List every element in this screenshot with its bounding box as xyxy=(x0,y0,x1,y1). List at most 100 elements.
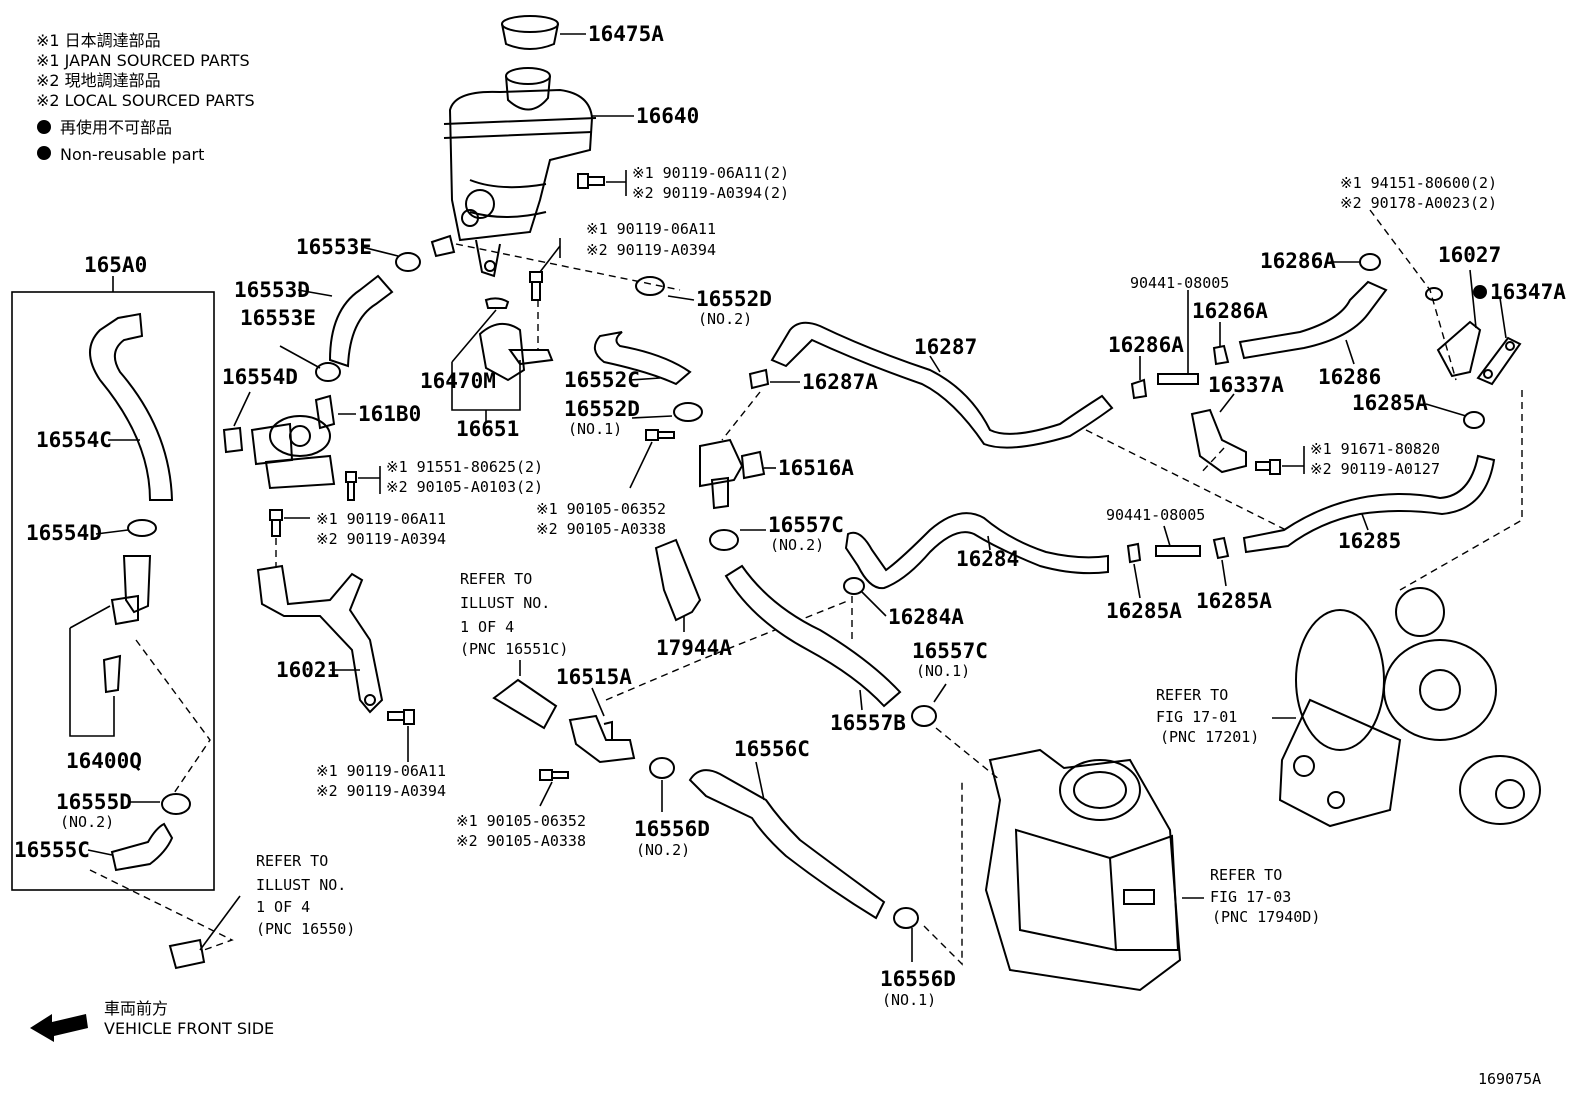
label-16556D-no1-note: (NO.1) xyxy=(882,991,936,1009)
clamp-16552D-no2[interactable] xyxy=(635,276,695,301)
legend-line-1: ※1 日本調達部品 xyxy=(36,31,161,50)
bolt-90119-06A11[interactable] xyxy=(529,238,561,301)
bolt-94151-80600[interactable] xyxy=(1425,287,1443,301)
label-161B0: 161B0 xyxy=(358,402,421,426)
clip-16286A-mid[interactable] xyxy=(1212,322,1230,366)
refer3-line-1: REFER TO xyxy=(256,852,328,870)
label-16284A: 16284A xyxy=(888,605,964,629)
refer1-line-2: ILLUST NO. xyxy=(460,594,550,612)
clip-16285A-right[interactable] xyxy=(1212,536,1230,587)
joint-16516A[interactable] xyxy=(699,438,776,510)
bolt-90119-06A11-pair[interactable] xyxy=(577,170,627,196)
refer2-line-2: FIG 17-01 xyxy=(1156,708,1237,726)
label-16475A: 16475A xyxy=(588,22,664,46)
label-16554C: 16554C xyxy=(36,428,112,452)
clamp-16556D-no1[interactable] xyxy=(893,907,919,962)
refer1-line-1: REFER TO xyxy=(460,570,532,588)
pipe-90441-08005-upper[interactable] xyxy=(1157,290,1199,385)
refer4-line-3: (PNC 17940D) xyxy=(1212,908,1320,926)
protector-17944A[interactable] xyxy=(654,538,702,632)
clip-16284A[interactable] xyxy=(843,577,887,617)
label-16556D-no2-note: (NO.2) xyxy=(636,841,690,859)
clamp-16557C-no1[interactable] xyxy=(911,683,947,727)
hose-16555C[interactable] xyxy=(87,822,174,872)
bracket-16021[interactable] xyxy=(256,564,384,714)
label-16651: 16651 xyxy=(456,417,519,441)
dashed-link xyxy=(89,869,234,961)
hose-16556C[interactable] xyxy=(688,761,886,920)
turbocharger[interactable] xyxy=(1278,587,1541,828)
hose-16286[interactable] xyxy=(1238,280,1388,365)
reservoir-tank-16640[interactable] xyxy=(443,67,634,278)
hose-16553D[interactable] xyxy=(297,274,394,368)
water-pump-161B0[interactable] xyxy=(250,394,356,490)
joint-16515A[interactable] xyxy=(568,687,636,764)
intercooler[interactable] xyxy=(984,748,1204,992)
refer4-line-2: FIG 17-03 xyxy=(1210,888,1291,906)
reservoir-cap-16475A[interactable] xyxy=(501,15,586,50)
non-reusable-dot-icon xyxy=(37,120,51,134)
clamp-16557C-no2[interactable] xyxy=(709,529,766,551)
sensor-16337A[interactable] xyxy=(1190,393,1247,474)
label-16286: 16286 xyxy=(1318,365,1381,389)
label-16552D-no1-note: (NO.1) xyxy=(568,420,622,438)
dashed-link xyxy=(923,780,963,966)
legend-line-4: ※2 LOCAL SOURCED PARTS xyxy=(36,91,255,110)
label-16552D-no1: 16552D xyxy=(564,397,640,421)
label-bolt1-jp: ※1 90119-06A11(2) xyxy=(632,164,789,182)
clip-16286A-left[interactable] xyxy=(1130,356,1148,400)
pipe-90441-08005-lower[interactable] xyxy=(1155,525,1201,557)
bolt-90119-06A11-bracket[interactable] xyxy=(269,509,310,537)
label-bolt6-jp: ※1 90105-06352 xyxy=(536,500,666,518)
bracket-16651[interactable] xyxy=(451,297,554,422)
label-bolt7-local: ※2 90119-A0394 xyxy=(316,530,446,548)
hose-16284[interactable] xyxy=(844,512,1109,590)
legend-line-5: 再使用不可部品 xyxy=(60,118,172,137)
label-16347A: 16347A xyxy=(1490,280,1566,304)
bolt-90105-06352-lower[interactable] xyxy=(539,769,569,807)
refer1-line-3: 1 OF 4 xyxy=(460,618,514,636)
label-16515A: 16515A xyxy=(556,665,632,689)
dashed-link xyxy=(1085,429,1291,533)
bolt-90105-06352-upper[interactable] xyxy=(629,429,675,489)
hose-end-refer-16551C[interactable] xyxy=(492,660,558,730)
label-16470M: 16470M xyxy=(420,369,496,393)
clamp-16556D-no2[interactable] xyxy=(649,757,675,812)
label-bolt3-jp: ※1 91551-80625(2) xyxy=(386,458,543,476)
gasket-16027[interactable] xyxy=(1436,269,1482,378)
label-16285: 16285 xyxy=(1338,529,1401,553)
label-bolt1-local: ※2 90119-A0394(2) xyxy=(632,184,789,202)
bolt-91671-80820[interactable] xyxy=(1255,446,1305,475)
label-16556C: 16556C xyxy=(734,737,810,761)
clip-16285A-upper[interactable] xyxy=(1425,403,1485,429)
legend-line-2: ※1 JAPAN SOURCED PARTS xyxy=(36,51,250,70)
label-bolt9-local: ※2 90105-A0338 xyxy=(456,832,586,850)
bolt-91551-80625[interactable] xyxy=(345,466,381,501)
hose-end-refer-16550[interactable] xyxy=(168,895,241,970)
hose-16554C[interactable] xyxy=(89,312,174,501)
label-16557C-no2: 16557C xyxy=(768,513,844,537)
clamp-16552D-no1[interactable] xyxy=(631,402,703,422)
hose-16557B[interactable] xyxy=(724,564,902,711)
clip-16285A-left[interactable] xyxy=(1126,542,1142,599)
refer1-line-4: (PNC 16551C) xyxy=(460,640,568,658)
dashed-link xyxy=(1199,447,1225,475)
clip-16287A[interactable] xyxy=(748,368,800,390)
valve-16400Q[interactable] xyxy=(69,555,152,737)
clamp-16554D-box[interactable] xyxy=(95,519,157,537)
label-17944A: 17944A xyxy=(656,636,732,660)
clamp-16555D[interactable] xyxy=(128,793,191,815)
hose-16287[interactable] xyxy=(770,321,1114,449)
clamp-16553E-lower[interactable] xyxy=(279,345,341,382)
front-label-en: VEHICLE FRONT SIDE xyxy=(104,1019,274,1038)
hose-16285[interactable] xyxy=(1242,454,1496,554)
gasket-16347A[interactable] xyxy=(1476,297,1522,386)
label-16555D-no2: (NO.2) xyxy=(60,813,114,831)
hose-16552C[interactable] xyxy=(593,331,692,386)
refer3-line-3: 1 OF 4 xyxy=(256,898,310,916)
clip-16286A-top[interactable] xyxy=(1330,253,1381,271)
clamp-16553E-upper[interactable] xyxy=(361,246,421,272)
clamp-16554D-pump[interactable] xyxy=(222,391,251,454)
bolt-90119-06A11-lower[interactable] xyxy=(387,709,415,762)
